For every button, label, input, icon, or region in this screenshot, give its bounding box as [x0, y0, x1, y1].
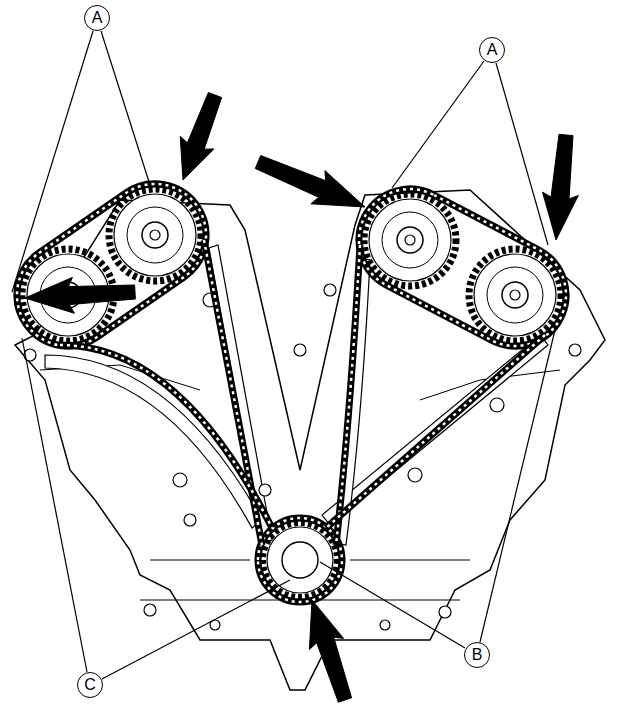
sprocket-group — [22, 189, 561, 597]
bolt-hole — [490, 398, 504, 412]
sprocket-hub — [142, 222, 168, 248]
leader-line — [102, 580, 290, 679]
cam-sprocket — [469, 249, 561, 341]
bolt-hole — [408, 468, 422, 482]
sprocket-bolt — [510, 290, 520, 300]
bolt-hole — [569, 344, 581, 356]
callout-letter: A — [487, 42, 498, 58]
leader-line — [320, 562, 465, 648]
cam-sprocket — [109, 189, 201, 281]
left-chain-guide — [209, 245, 272, 542]
bolt-hole — [184, 514, 196, 526]
chain-links — [60, 345, 272, 528]
sprocket-hub — [502, 282, 528, 308]
sprocket-ring — [382, 212, 438, 268]
left-lower-chain — [60, 345, 272, 528]
sprocket-teeth — [109, 189, 201, 281]
leader-line — [480, 330, 555, 642]
arrow-group — [25, 93, 578, 703]
callout-letter: C — [84, 677, 96, 693]
left-cam-chain — [17, 184, 206, 346]
leader-line — [392, 61, 484, 188]
bolt-hole — [259, 484, 271, 496]
cam-sprocket — [364, 194, 456, 286]
sprocket-disc — [474, 254, 556, 336]
callout-letter: A — [92, 10, 103, 26]
chain-links — [17, 184, 206, 346]
sprocket-hub — [397, 227, 423, 253]
crank-sprocket — [263, 523, 337, 597]
callout-circle: A — [479, 37, 505, 63]
indicator-arrow — [255, 156, 365, 208]
leader-lines — [12, 31, 555, 679]
bolt-hole — [439, 606, 451, 618]
leader-line — [101, 31, 150, 185]
engine-block-outline — [15, 190, 605, 690]
sprocket-ring — [487, 267, 543, 323]
indicator-arrow — [543, 134, 579, 240]
leader-line — [12, 31, 93, 292]
sprocket-hub — [282, 542, 318, 578]
chain-links — [326, 335, 545, 528]
callout-circle: A — [84, 5, 110, 31]
bolt-hole — [144, 604, 156, 616]
bolt-holes — [24, 284, 581, 630]
sprocket-teeth — [364, 194, 456, 286]
right-cam-chain — [359, 189, 566, 346]
chain-group — [17, 184, 566, 602]
sprocket-disc — [114, 194, 196, 276]
chain-links — [359, 189, 566, 346]
sprocket-ring — [127, 207, 183, 263]
indicator-arrow — [180, 93, 221, 181]
bolt-hole — [173, 473, 187, 487]
sprocket-bolt — [150, 230, 160, 240]
indicator-arrow — [25, 277, 135, 313]
crank-chain-wrap — [258, 518, 342, 602]
callout-circle: C — [77, 672, 103, 698]
bolt-hole — [380, 620, 390, 630]
indicator-arrow — [309, 600, 351, 702]
callout-letter: B — [472, 647, 483, 663]
bolt-hole — [294, 344, 306, 356]
callout-circle: B — [464, 642, 490, 668]
sprocket-teeth — [263, 523, 337, 597]
sprocket-teeth — [469, 249, 561, 341]
sprocket-disc — [267, 527, 333, 593]
leader-line — [496, 63, 548, 245]
sprocket-bolt — [405, 235, 415, 245]
leader-line — [22, 338, 87, 672]
bolt-hole — [324, 284, 336, 296]
chain-links — [258, 518, 342, 602]
sprocket-disc — [369, 199, 451, 281]
right-lower-chain — [326, 335, 545, 528]
